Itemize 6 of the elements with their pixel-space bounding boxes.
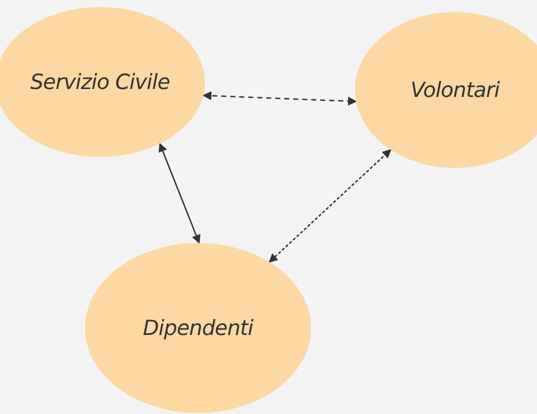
node-label: Servizio Civile [30,70,170,94]
double-arrow [158,142,200,244]
double-arrow [202,91,357,106]
double-arrow [268,149,392,263]
node-label: Dipendenti [142,316,254,340]
node-label: Volontari [410,78,500,102]
